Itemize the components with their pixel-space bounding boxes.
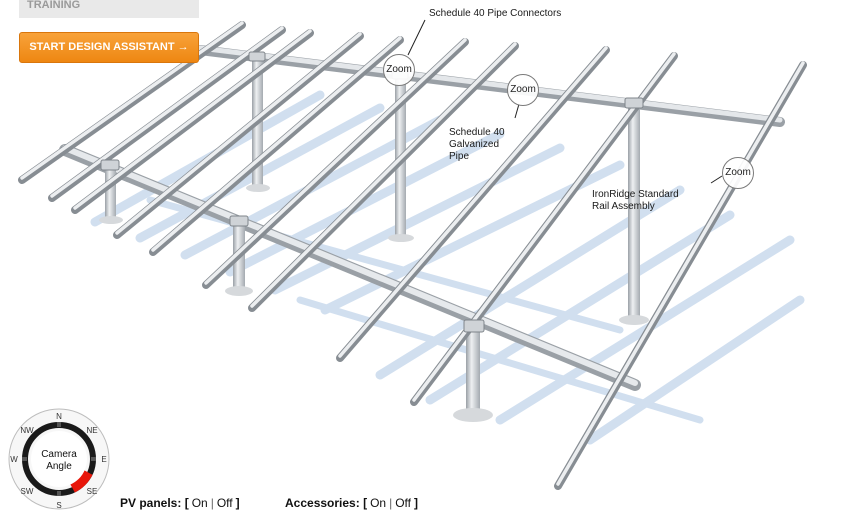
ground-shadows [90, 90, 805, 445]
pv-panels-label: PV panels: [120, 496, 182, 510]
callout-rail-line-1: IronRidge Standard [592, 189, 679, 200]
compass-s[interactable]: S [56, 501, 61, 510]
callout-galvanized-pipe: Schedule 40 Galvanized Pipe [449, 127, 505, 163]
pv-panels-close-bracket: ] [235, 496, 240, 510]
accessories-on-link[interactable]: On [370, 496, 387, 510]
pv-panels-separator: | [210, 496, 214, 510]
zoom-rail-assembly-button[interactable]: Zoom [722, 157, 754, 189]
front-posts [99, 170, 493, 422]
compass-w[interactable]: W [10, 455, 18, 464]
compass-n[interactable]: N [56, 412, 62, 421]
callout-galvanized-line-1: Schedule 40 [449, 127, 505, 138]
compass-sw[interactable]: SW [21, 487, 34, 496]
accessories-off-link[interactable]: Off [395, 496, 411, 510]
camera-angle-compass[interactable]: N NE E SE S SW W NW Camera Angle [8, 408, 110, 510]
pv-panels-off-link[interactable]: Off [216, 496, 233, 510]
rear-pipe [195, 45, 785, 127]
accessories-open-bracket: [ [363, 496, 368, 510]
callout-leaders [407, 19, 723, 184]
accessories-close-bracket: ] [414, 496, 418, 510]
zoom-galvanized-pipe-button[interactable]: Zoom [507, 74, 539, 106]
start-design-assistant-button[interactable]: START DESIGN ASSISTANT → [19, 32, 199, 63]
compass-nw[interactable]: NW [20, 426, 34, 435]
pv-panels-toggle: PV panels: [On|Off] [120, 496, 240, 510]
compass-ne[interactable]: NE [86, 426, 97, 435]
training-tab[interactable]: TRAINING [19, 0, 199, 18]
pv-panels-open-bracket: [ [184, 496, 189, 510]
accessories-toggle: Accessories: [On|Off] [285, 496, 418, 510]
compass-se[interactable]: SE [87, 487, 98, 496]
compass-e[interactable]: E [101, 455, 106, 464]
callout-pipe-connectors: Schedule 40 Pipe Connectors [429, 8, 562, 19]
rail-assemblies [18, 21, 807, 490]
callout-galvanized-line-3: Pipe [449, 151, 470, 162]
accessories-separator: | [389, 496, 393, 510]
front-pipe [59, 144, 641, 391]
callout-galvanized-line-2: Galvanized [449, 139, 500, 150]
compass-center-label-2: Angle [46, 461, 72, 472]
callout-rail-line-2: Rail Assembly [592, 201, 655, 212]
accessories-label: Accessories: [285, 496, 360, 510]
compass-center-label-1: Camera [41, 449, 77, 460]
pv-panels-on-link[interactable]: On [191, 496, 208, 510]
callout-rail-assembly: IronRidge Standard Rail Assembly [592, 189, 679, 213]
zoom-pipe-connectors-button[interactable]: Zoom [383, 54, 415, 86]
